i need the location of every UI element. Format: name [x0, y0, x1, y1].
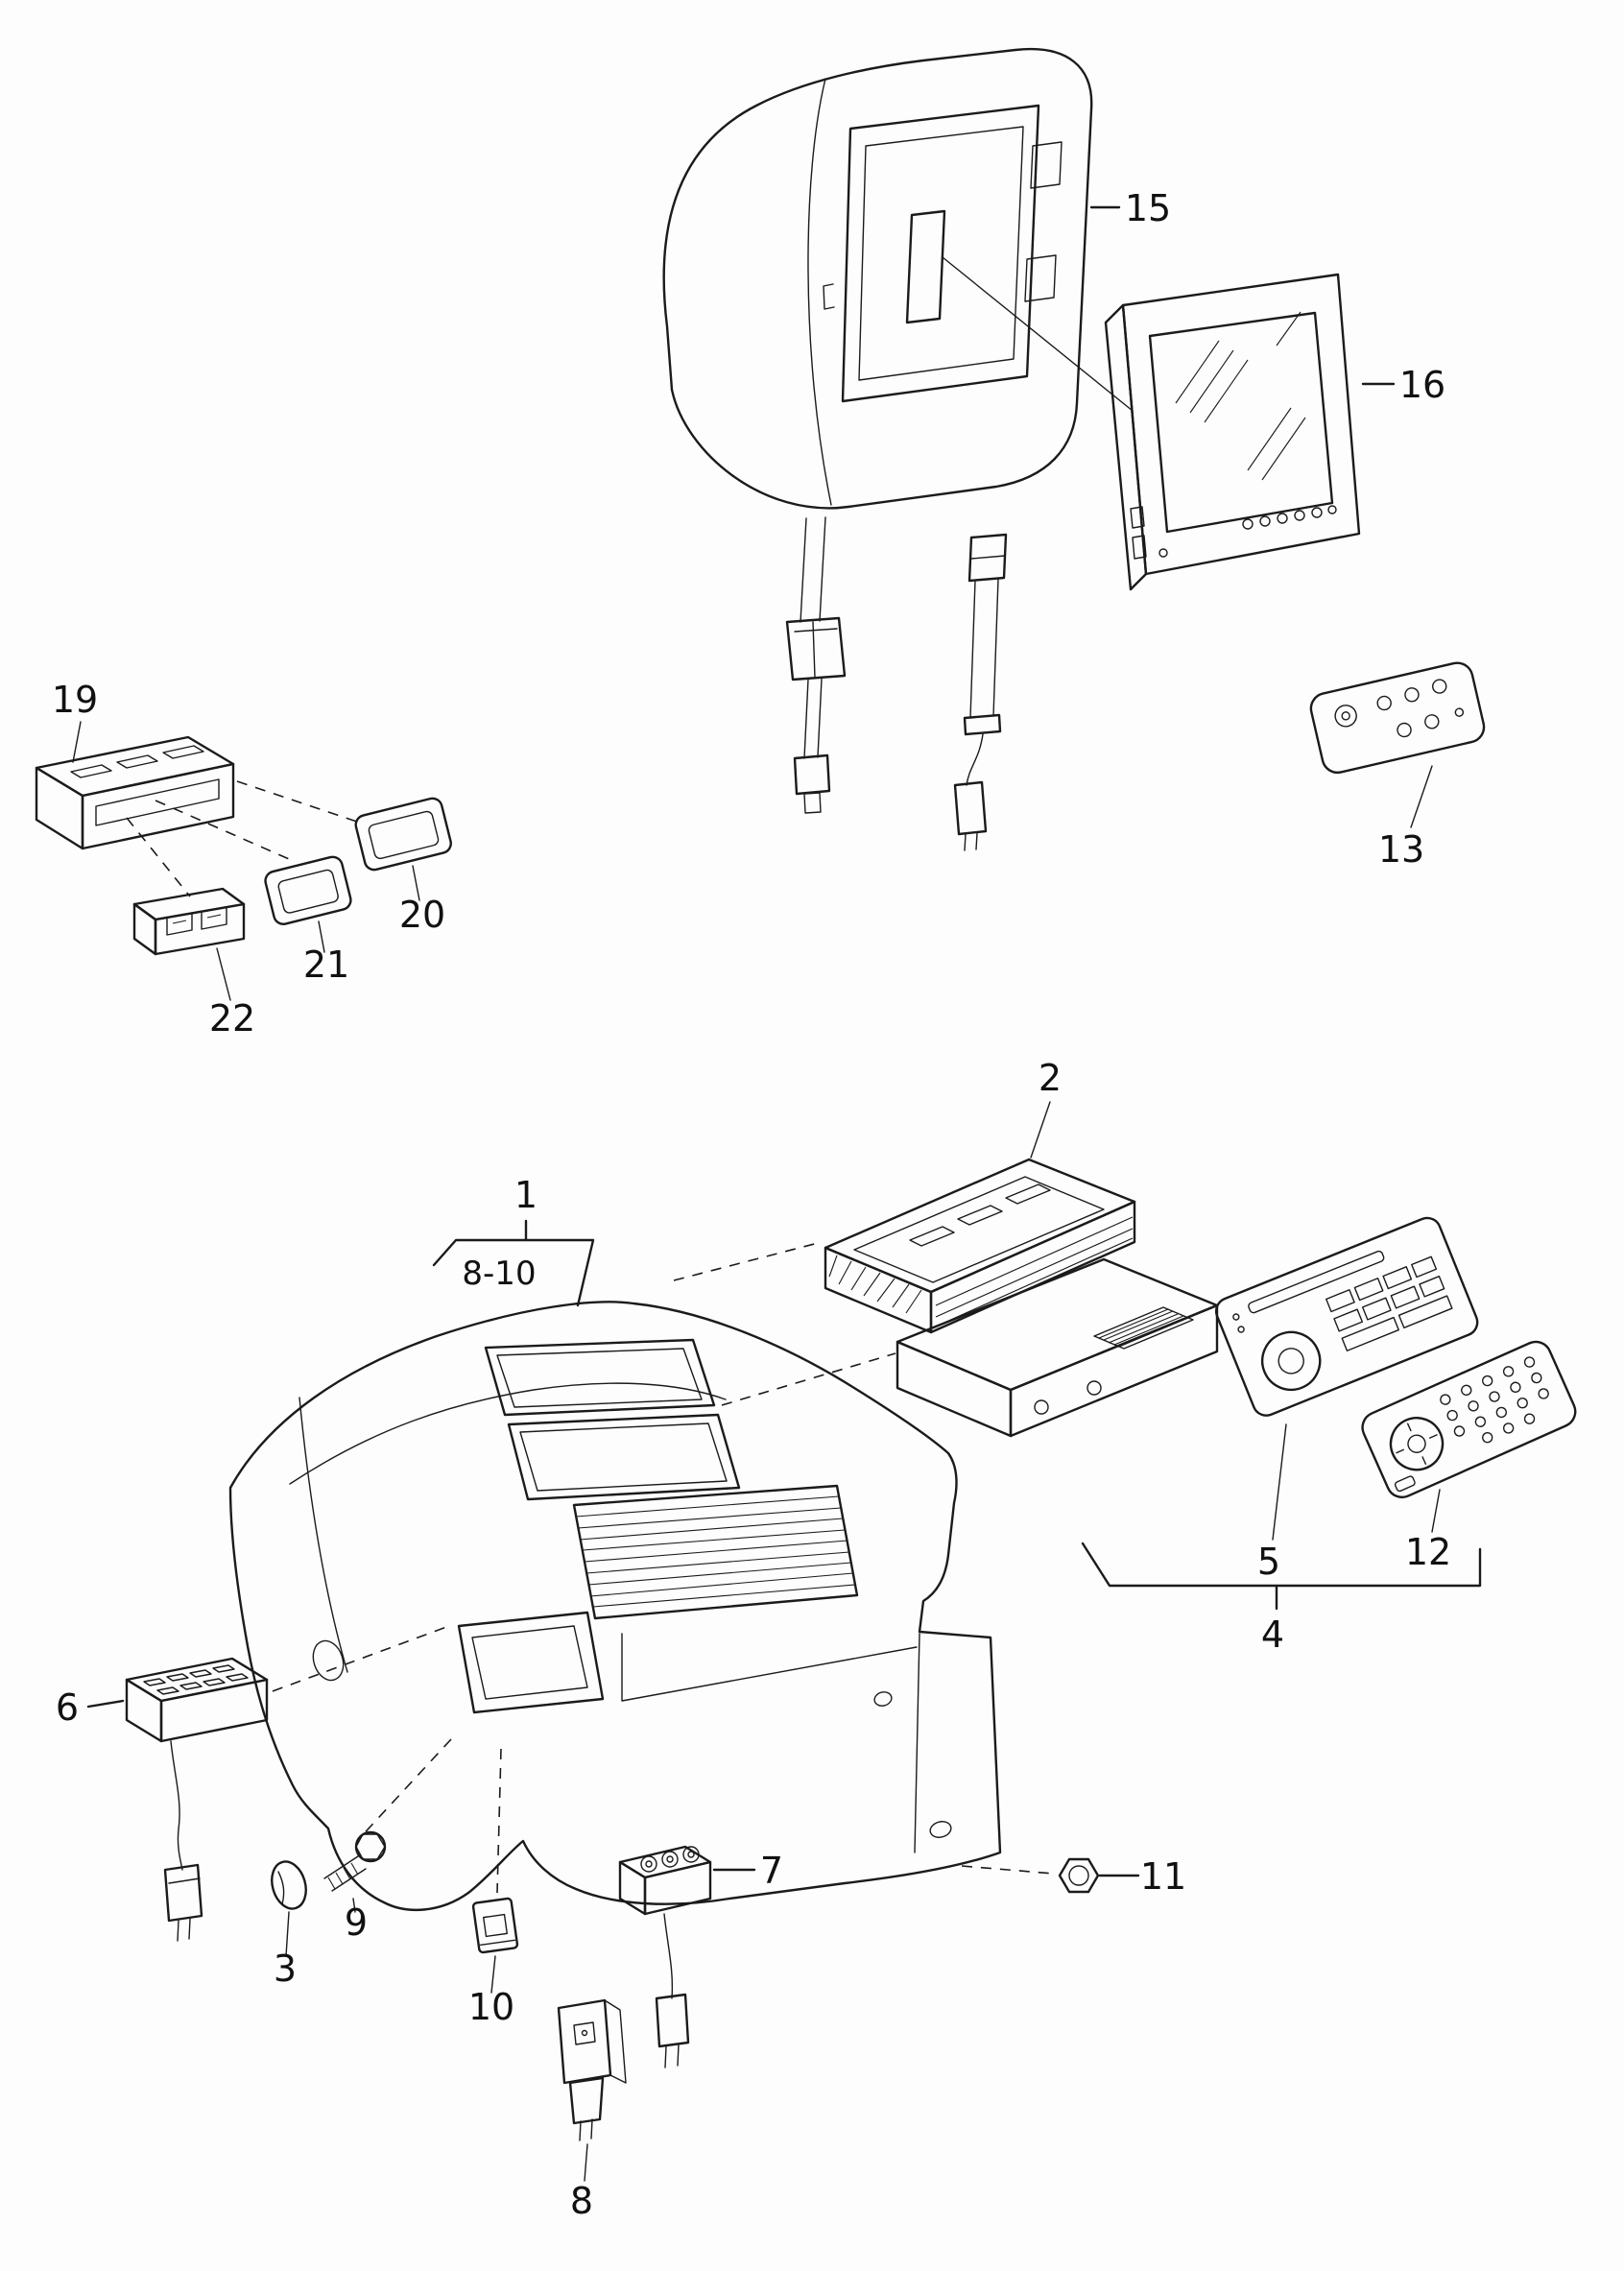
callout-13: 13	[1378, 828, 1424, 871]
assembly-line-15-16	[942, 256, 1134, 412]
part-monitor-16	[1104, 273, 1361, 591]
callout-22: 22	[209, 997, 255, 1040]
part-remote-13	[1309, 661, 1486, 775]
dash-console-changer	[673, 1241, 823, 1281]
part-cap-3	[271, 1860, 307, 1910]
dash-console-nut	[961, 1865, 1055, 1875]
part-screw-9	[323, 1830, 387, 1892]
dash-19-20	[236, 780, 358, 823]
leader-5	[1272, 1423, 1287, 1541]
callout-20: 20	[399, 894, 445, 936]
leader-19	[72, 721, 82, 763]
part-headrest-15	[662, 47, 1134, 851]
callout-9: 9	[345, 1901, 368, 1944]
leader-8	[584, 2143, 588, 2182]
leader-21	[318, 920, 325, 953]
part-console-1	[228, 1301, 1002, 1912]
part-switch-6	[125, 1657, 269, 1942]
dash-console-switch6	[272, 1625, 450, 1692]
dash-19-21	[155, 800, 297, 863]
callout-7: 7	[760, 1850, 783, 1892]
callout-11: 11	[1140, 1855, 1186, 1898]
part-switch-22	[132, 887, 246, 956]
callout-4: 4	[1261, 1614, 1284, 1656]
part-switch-7	[618, 1845, 712, 2068]
callout-15: 15	[1125, 187, 1171, 229]
callout-2: 2	[1039, 1057, 1062, 1099]
callout-1: 1	[514, 1174, 537, 1216]
callout-21: 21	[303, 944, 349, 986]
part-bracket-19	[35, 735, 235, 850]
callout-19: 19	[52, 679, 98, 721]
leader-10	[490, 1955, 496, 1994]
part-cd-changer-2	[824, 1158, 1136, 1334]
leader-22	[216, 947, 231, 1001]
dash-console-screw	[356, 1738, 452, 1842]
dash-console-clip	[496, 1748, 502, 1894]
part-clip-10	[471, 1897, 519, 1954]
callout-8-10: 8-10	[462, 1255, 536, 1293]
bracket-1	[432, 1219, 595, 1307]
callout-8: 8	[570, 2180, 593, 2222]
part-faceplate-5	[1214, 1216, 1479, 1417]
callout-3: 3	[274, 1948, 297, 1990]
callout-10: 10	[468, 1986, 514, 2028]
leader-13	[1410, 765, 1433, 828]
callout-5: 5	[1257, 1541, 1280, 1583]
leader-12	[1431, 1489, 1441, 1533]
part-cover-20	[354, 797, 452, 872]
leader-6	[86, 1699, 125, 1709]
part-adapter-8	[557, 1998, 627, 2141]
bracket-4	[1081, 1542, 1482, 1611]
leader-20	[412, 865, 420, 901]
leader-3	[285, 1911, 290, 1957]
callout-6: 6	[56, 1686, 79, 1729]
leader-2	[1030, 1101, 1051, 1159]
leader-9	[352, 1898, 356, 1913]
callout-12: 12	[1405, 1531, 1451, 1573]
callout-16: 16	[1399, 364, 1445, 406]
dash-19-22	[126, 817, 191, 897]
part-nut-11	[1058, 1857, 1100, 1894]
part-remote-12	[1361, 1340, 1577, 1499]
part-cover-21	[264, 855, 352, 925]
